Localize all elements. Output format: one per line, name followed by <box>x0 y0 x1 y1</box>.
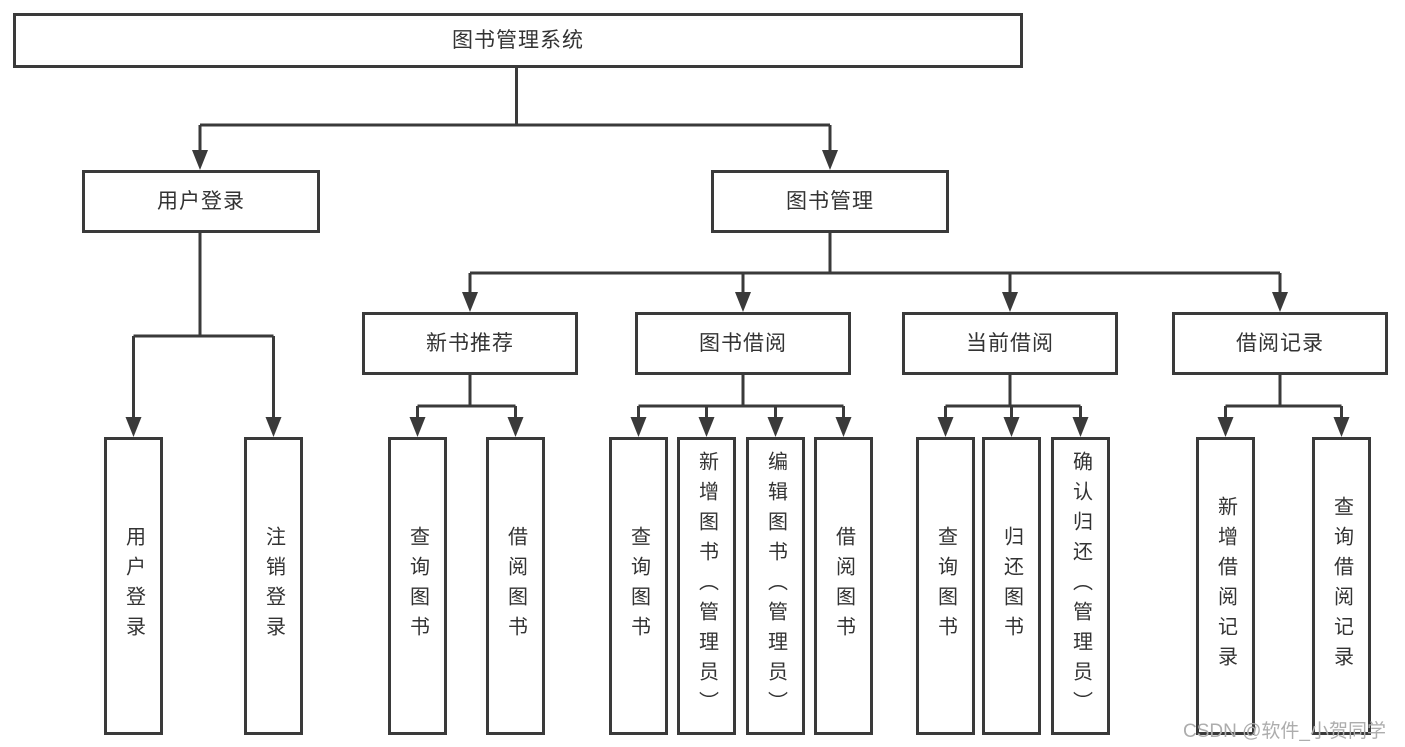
arrowhead <box>265 417 282 437</box>
node-new-book-recommendation: 新书推荐 <box>362 312 578 375</box>
arrowhead <box>409 417 426 437</box>
arrowhead <box>767 417 784 437</box>
leaf-borrow-books-recommend: 借阅图书 <box>486 437 545 735</box>
leaf-edit-books-admin: 编辑图书（管理员） <box>746 437 805 735</box>
connector-current-borrowing <box>944 375 1082 423</box>
connector-user-login-to-children <box>132 233 275 423</box>
arrowhead <box>462 292 478 312</box>
arrowhead <box>507 417 524 437</box>
leaf-add-books-admin: 新增图书（管理员） <box>677 437 736 735</box>
arrowhead <box>192 150 208 170</box>
node-borrowing-records: 借阅记录 <box>1172 312 1388 375</box>
arrowhead <box>630 417 647 437</box>
node-library-management-system: 图书管理系统 <box>13 13 1023 68</box>
arrowhead <box>698 417 715 437</box>
leaf-borrow-books: 借阅图书 <box>814 437 873 735</box>
connector-book-borrowing <box>637 375 845 423</box>
connector-book-management-to-level2 <box>468 233 1282 298</box>
connector-root-to-level1 <box>198 68 832 156</box>
csdn-watermark: CSDN @软件_小贺同学 <box>1183 721 1386 742</box>
node-book-management: 图书管理 <box>711 170 949 233</box>
node-user-login: 用户登录 <box>82 170 320 233</box>
leaf-add-borrow-record: 新增借阅记录 <box>1196 437 1255 735</box>
leaf-return-books: 归还图书 <box>982 437 1041 735</box>
leaf-query-books-recommend: 查询图书 <box>388 437 447 735</box>
leaf-confirm-return-admin: 确认归还（管理员） <box>1051 437 1110 735</box>
arrowhead <box>125 417 142 437</box>
arrowhead <box>937 417 954 437</box>
arrowhead <box>1002 292 1018 312</box>
node-book-borrowing: 图书借阅 <box>635 312 851 375</box>
arrowhead <box>735 292 751 312</box>
arrowheads <box>125 150 1350 437</box>
arrowhead <box>1217 417 1234 437</box>
connector-paths <box>132 68 1343 423</box>
connector-borrowing-records <box>1224 375 1343 423</box>
leaf-logout: 注销登录 <box>244 437 303 735</box>
leaf-query-books-borrow: 查询图书 <box>609 437 668 735</box>
leaf-user-login: 用户登录 <box>104 437 163 735</box>
leaf-query-borrow-records: 查询借阅记录 <box>1312 437 1371 735</box>
arrowhead <box>822 150 838 170</box>
leaf-query-books-current: 查询图书 <box>916 437 975 735</box>
arrowhead <box>835 417 852 437</box>
node-current-borrowing: 当前借阅 <box>902 312 1118 375</box>
arrowhead <box>1072 417 1089 437</box>
arrowhead <box>1003 417 1020 437</box>
arrowhead <box>1272 292 1288 312</box>
arrowhead <box>1333 417 1350 437</box>
connector-new-book-recommendation <box>416 375 517 423</box>
